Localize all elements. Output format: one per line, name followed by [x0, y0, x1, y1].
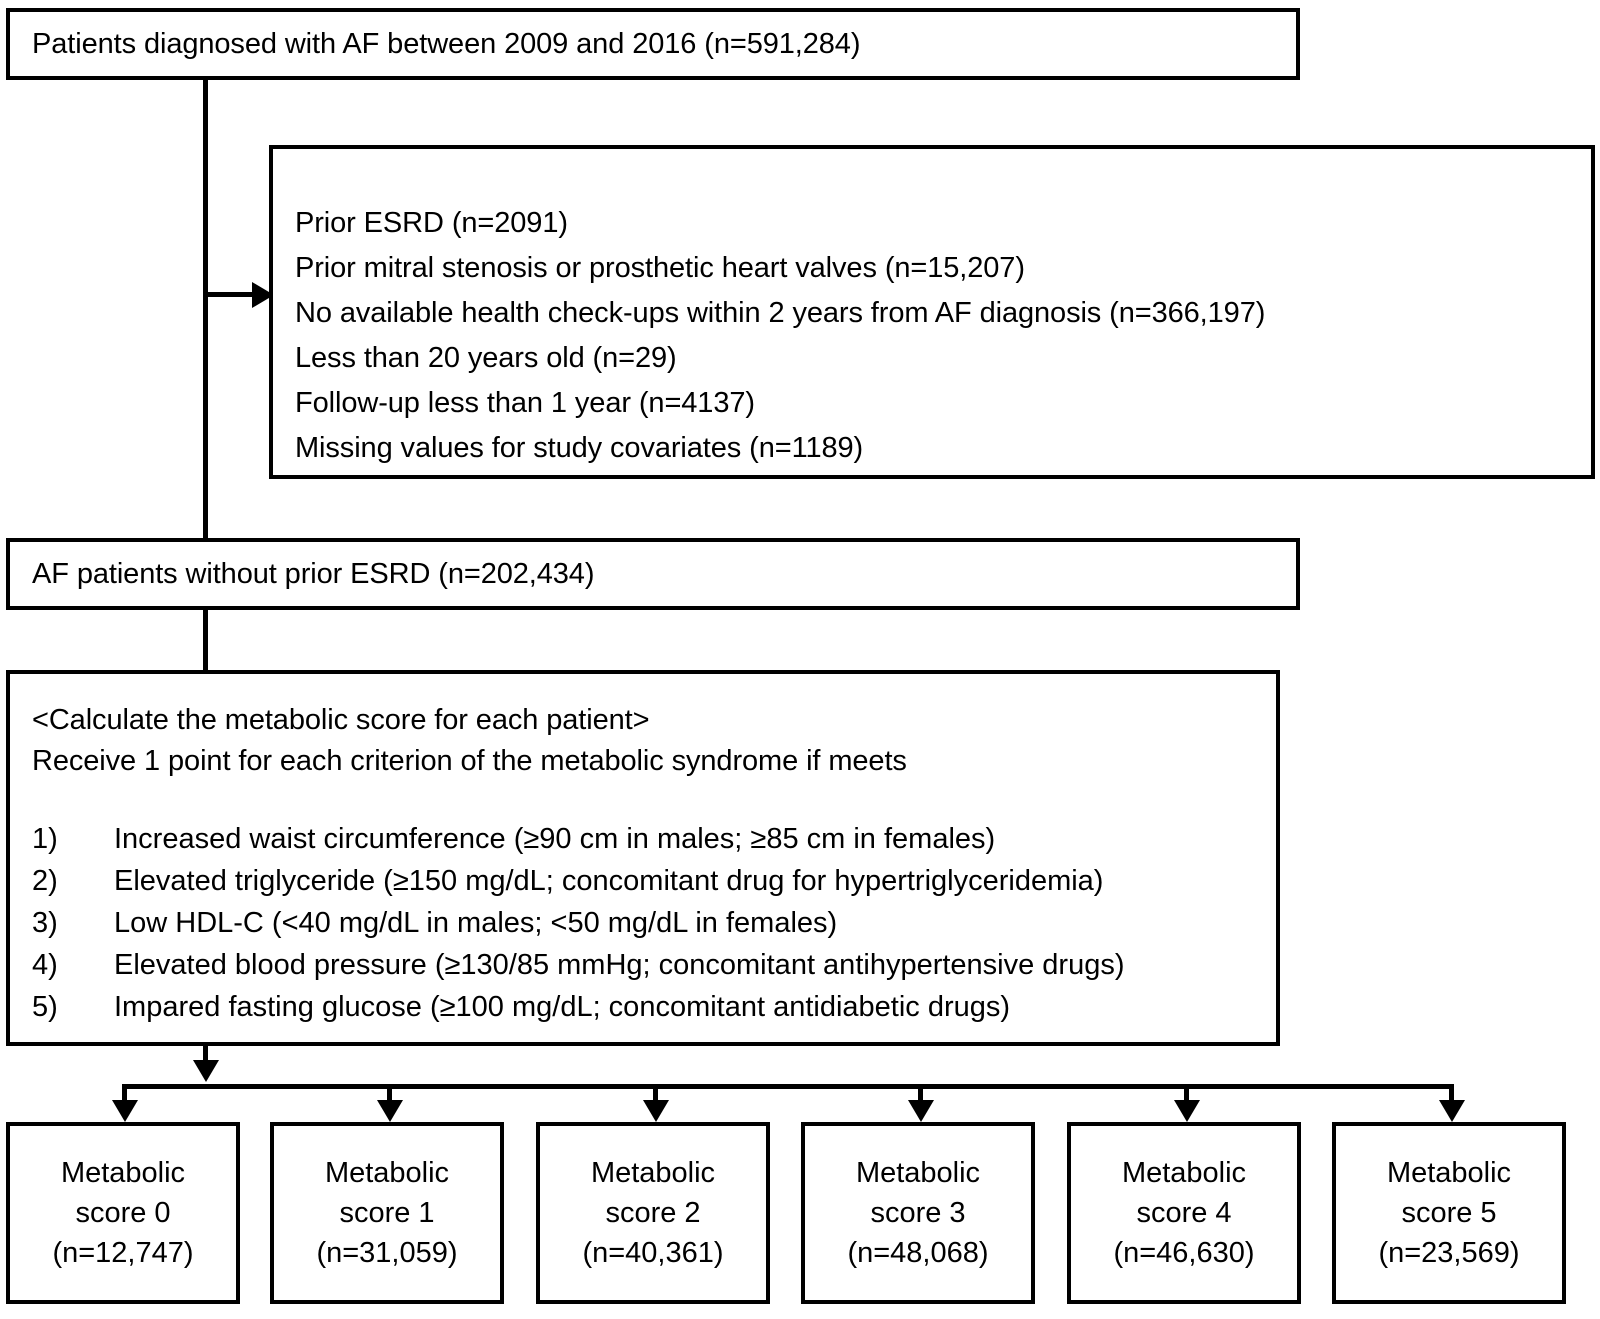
box-metabolic-score-2: Metabolic score 2 (n=40,361)	[536, 1122, 770, 1304]
criteria-item-number: 1)	[32, 823, 58, 855]
exclusion-item: Follow-up less than 1 year (n=4137)	[295, 387, 755, 419]
connector-cohort-to-criteria	[203, 610, 208, 672]
criteria-item: 2) Elevated triglyceride (≥150 mg/dL; co…	[10, 860, 1276, 902]
score-count: (n=40,361)	[582, 1237, 724, 1269]
score-label-line1: Metabolic	[590, 1157, 716, 1189]
score-label-line2: score 1	[339, 1197, 435, 1229]
arrow-score-box	[643, 1100, 669, 1122]
connector-trunk-main	[203, 80, 208, 540]
arrow-score-box	[112, 1100, 138, 1122]
box-patients-diagnosed-text: Patients diagnosed with AF between 2009 …	[32, 27, 861, 60]
criteria-item-number: 3)	[32, 907, 58, 939]
arrow-criteria-to-distributor	[193, 1060, 219, 1082]
score-label-line1: Metabolic	[1121, 1157, 1247, 1189]
box-af-patients-without-esrd: AF patients without prior ESRD (n=202,43…	[6, 538, 1300, 610]
score-count: (n=31,059)	[316, 1237, 458, 1269]
criteria-item: 3) Low HDL-C (<40 mg/dL in males; <50 mg…	[10, 902, 1276, 944]
score-label-line2: score 0	[75, 1197, 171, 1229]
exclusion-list: Prior ESRD (n=2091) Prior mitral stenosi…	[273, 201, 1591, 471]
criteria-heading-1: <Calculate the metabolic score for each …	[32, 704, 650, 736]
arrow-score-box	[908, 1100, 934, 1122]
criteria-item-text: Increased waist circumference (≥90 cm in…	[114, 823, 996, 855]
criteria-list: 1) Increased waist circumference (≥90 cm…	[10, 818, 1276, 1028]
score-label-line1: Metabolic	[324, 1157, 450, 1189]
criteria-item-text: Elevated triglyceride (≥150 mg/dL; conco…	[114, 865, 1104, 897]
arrow-score-box	[1439, 1100, 1465, 1122]
criteria-item-text: Low HDL-C (<40 mg/dL in males; <50 mg/dL…	[114, 907, 838, 939]
box-metabolic-score-1: Metabolic score 1 (n=31,059)	[270, 1122, 504, 1304]
score-label-line2: score 3	[870, 1197, 966, 1229]
score-label-line1: Metabolic	[1386, 1157, 1512, 1189]
box-metabolic-score-criteria: <Calculate the metabolic score for each …	[6, 670, 1280, 1046]
box-af-patients-without-esrd-text: AF patients without prior ESRD (n=202,43…	[32, 557, 595, 590]
exclusion-item: Prior mitral stenosis or prosthetic hear…	[295, 252, 1025, 284]
box-exclusion-criteria: Prior ESRD (n=2091) Prior mitral stenosi…	[269, 145, 1595, 479]
criteria-item: 5) Impared fasting glucose (≥100 mg/dL; …	[10, 986, 1276, 1028]
box-metabolic-score-4: Metabolic score 4 (n=46,630)	[1067, 1122, 1301, 1304]
exclusion-item: No available health check-ups within 2 y…	[295, 297, 1266, 329]
box-metabolic-score-0: Metabolic score 0 (n=12,747)	[6, 1122, 240, 1304]
box-metabolic-score-3: Metabolic score 3 (n=48,068)	[801, 1122, 1035, 1304]
criteria-item-number: 5)	[32, 991, 58, 1023]
score-label-line2: score 2	[605, 1197, 701, 1229]
box-metabolic-score-5: Metabolic score 5 (n=23,569)	[1332, 1122, 1566, 1304]
criteria-item: 4) Elevated blood pressure (≥130/85 mmHg…	[10, 944, 1276, 986]
criteria-item-number: 2)	[32, 865, 58, 897]
criteria-headings: <Calculate the metabolic score for each …	[10, 700, 1276, 782]
arrow-exclusion-branch	[252, 282, 274, 308]
score-label-line1: Metabolic	[855, 1157, 981, 1189]
score-label-line1: Metabolic	[60, 1157, 186, 1189]
arrow-score-box	[1174, 1100, 1200, 1122]
criteria-item-text: Impared fasting glucose (≥100 mg/dL; con…	[114, 991, 1011, 1023]
score-count: (n=12,747)	[52, 1237, 194, 1269]
exclusion-item: Prior ESRD (n=2091)	[295, 207, 568, 239]
score-count: (n=48,068)	[847, 1237, 989, 1269]
criteria-item: 1) Increased waist circumference (≥90 cm…	[10, 818, 1276, 860]
exclusion-item: Missing values for study covariates (n=1…	[295, 432, 864, 464]
score-label-line2: score 4	[1136, 1197, 1232, 1229]
criteria-heading-2: Receive 1 point for each criterion of th…	[32, 745, 907, 777]
exclusion-item: Less than 20 years old (n=29)	[295, 342, 677, 374]
box-patients-diagnosed: Patients diagnosed with AF between 2009 …	[6, 8, 1300, 80]
arrow-score-box	[377, 1100, 403, 1122]
score-count: (n=23,569)	[1378, 1237, 1520, 1269]
score-label-line2: score 5	[1401, 1197, 1497, 1229]
connector-distributor-bar	[122, 1084, 1452, 1089]
score-count: (n=46,630)	[1113, 1237, 1255, 1269]
criteria-item-number: 4)	[32, 949, 58, 981]
criteria-item-text: Elevated blood pressure (≥130/85 mmHg; c…	[114, 949, 1125, 981]
connector-exclusion-branch	[203, 292, 259, 297]
